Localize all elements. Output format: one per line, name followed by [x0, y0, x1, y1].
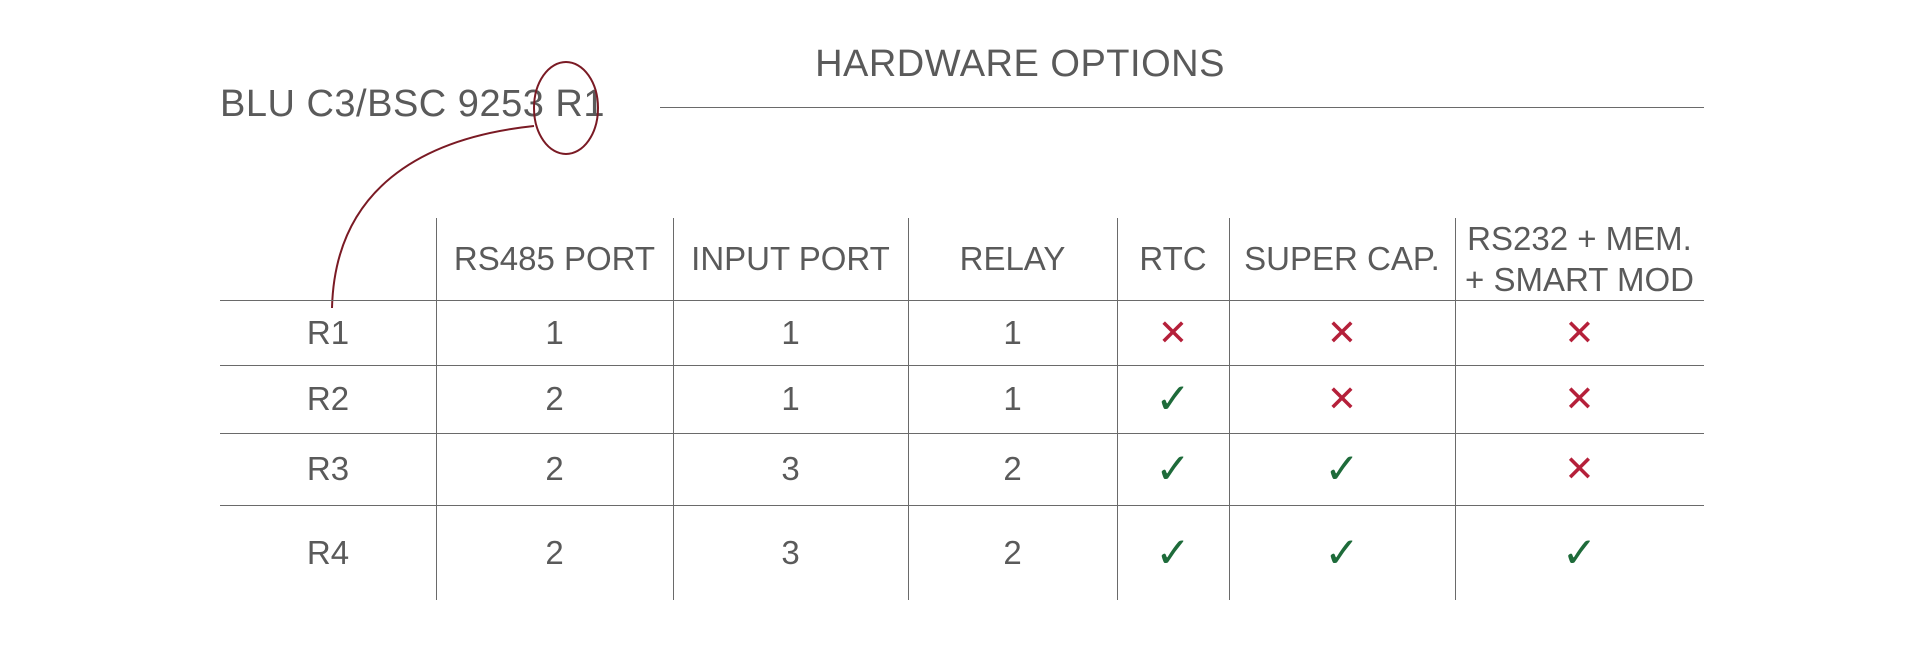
header-super-cap: SUPER CAP.: [1244, 240, 1440, 278]
input-port-value: 3: [781, 450, 800, 488]
table-row-divider: [220, 365, 1704, 366]
check-icon: ✓: [1155, 528, 1191, 576]
input-port-value: 3: [781, 533, 800, 571]
relay-value: 1: [1003, 313, 1022, 351]
rs232-mem-smart-mod-status: ✕: [1455, 433, 1704, 505]
check-icon: ✓: [1561, 528, 1598, 576]
table-column-divider: [1229, 218, 1230, 600]
super-cap-status: ✕: [1229, 365, 1455, 433]
row-label: R1: [306, 313, 350, 351]
rtc-status: ✓: [1117, 365, 1229, 433]
table-column-divider: [908, 218, 909, 600]
input-port-value: 1: [781, 313, 800, 351]
table-column-divider: [1455, 218, 1456, 600]
table-column-divider: [673, 218, 674, 600]
cross-icon: ✕: [1326, 378, 1358, 419]
rs485-port-value: 2: [545, 533, 564, 571]
corner-header: [220, 218, 436, 300]
super-cap-status: ✕: [1229, 300, 1455, 365]
rs232-mem-smart-mod-status: ✓: [1455, 505, 1704, 600]
header-relay: RELAY: [959, 240, 1066, 278]
section-title: HARDWARE OPTIONS: [815, 43, 1225, 85]
rtc-status: ✓: [1117, 433, 1229, 505]
table-row-divider: [220, 300, 1704, 301]
input-port-value: 1: [781, 380, 800, 418]
title-divider: [660, 107, 1704, 108]
rs485-port-value: 1: [545, 313, 564, 351]
super-cap-status: ✓: [1229, 433, 1455, 505]
cross-icon: ✕: [1157, 311, 1189, 353]
relay-value: 2: [1003, 450, 1022, 488]
check-icon: ✓: [1324, 528, 1360, 576]
rs485-port-value: 2: [545, 450, 564, 488]
header-rs232-mem-smart-mod: RS232 + MEM.+ SMART MOD: [1465, 219, 1694, 298]
row-label: R4: [306, 533, 350, 571]
cross-icon: ✕: [1564, 378, 1595, 419]
relay-value: 2: [1003, 533, 1022, 571]
table-column-divider: [436, 218, 437, 600]
header-rs485-port: RS485 PORT: [453, 240, 656, 278]
cross-icon: ✕: [1564, 448, 1595, 489]
row-label: R2: [306, 380, 350, 418]
check-icon: ✓: [1324, 445, 1360, 492]
rtc-status: ✕: [1117, 300, 1229, 365]
relay-value: 1: [1003, 380, 1022, 418]
cross-icon: ✕: [1564, 311, 1595, 353]
rs232-mem-smart-mod-status: ✕: [1455, 365, 1704, 433]
check-icon: ✓: [1155, 375, 1191, 422]
rs232-mem-smart-mod-status: ✕: [1455, 300, 1704, 365]
cross-icon: ✕: [1326, 311, 1358, 353]
table-row-divider: [220, 433, 1704, 434]
row-label: R3: [306, 450, 350, 488]
rtc-status: ✓: [1117, 505, 1229, 600]
super-cap-status: ✓: [1229, 505, 1455, 600]
check-icon: ✓: [1155, 445, 1191, 492]
header-rtc: RTC: [1139, 240, 1207, 278]
table-row-divider: [220, 505, 1704, 506]
rs485-port-value: 2: [545, 380, 564, 418]
header-input-port: INPUT PORT: [691, 240, 890, 278]
table-column-divider: [1117, 218, 1118, 600]
